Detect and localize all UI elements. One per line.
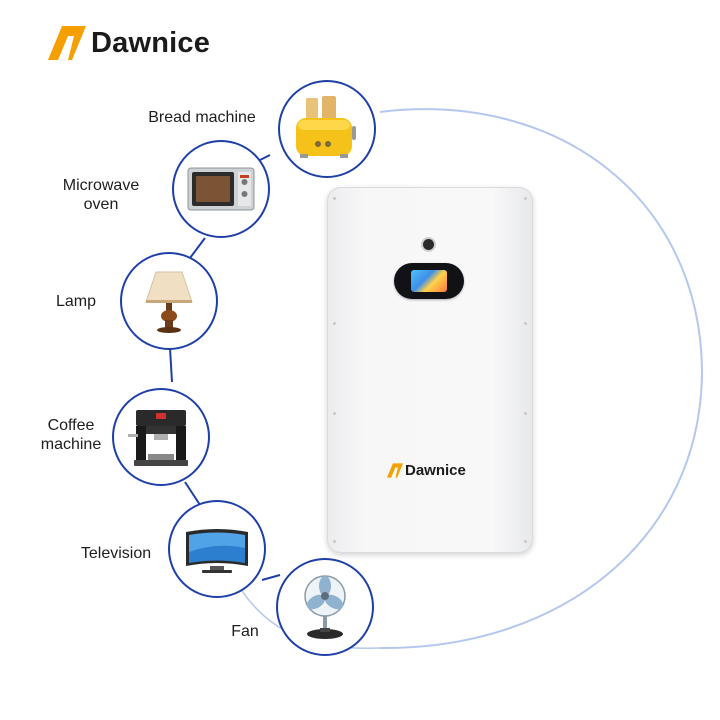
screw xyxy=(524,412,527,415)
screw xyxy=(524,322,527,325)
appliance-circle-fan[interactable] xyxy=(276,558,374,656)
label-television: Television xyxy=(80,545,152,562)
label-lamp: Lamp xyxy=(55,293,97,310)
appliance-circle-lamp[interactable] xyxy=(120,252,218,350)
lamp-icon xyxy=(145,271,193,333)
screw xyxy=(524,197,527,200)
appliance-circle-microwave[interactable] xyxy=(172,140,270,238)
battery-logo: Dawnice xyxy=(387,462,466,479)
power-button[interactable] xyxy=(423,239,434,250)
battery-logo-text: Dawnice xyxy=(405,462,466,479)
label-coffee-machine: Coffee machine xyxy=(40,417,102,453)
dawnice-logo-icon xyxy=(387,463,403,478)
screw xyxy=(524,540,527,543)
screw xyxy=(333,540,336,543)
screw xyxy=(333,197,336,200)
dawnice-logo-icon xyxy=(48,26,86,60)
screw xyxy=(333,412,336,415)
screw xyxy=(333,322,336,325)
connector-lines xyxy=(169,154,281,581)
brand-logo: Dawnice xyxy=(48,26,210,60)
coffee-machine-icon xyxy=(128,410,188,466)
display-panel xyxy=(394,263,464,299)
brand-name: Dawnice xyxy=(91,26,211,59)
appliance-circle-coffee-machine[interactable] xyxy=(112,388,210,486)
fan-icon xyxy=(304,575,346,639)
microwave-icon xyxy=(187,167,255,211)
television-icon xyxy=(186,529,248,573)
label-bread-machine: Bread machine xyxy=(148,109,256,126)
toaster-icon xyxy=(296,96,356,158)
battery-unit: Dawnice xyxy=(327,187,533,553)
label-microwave-oven: Microwave oven xyxy=(62,177,140,213)
appliance-circle-bread-machine[interactable] xyxy=(278,80,376,178)
label-fan: Fan xyxy=(231,623,259,640)
display-screen xyxy=(411,270,447,292)
appliance-circle-television[interactable] xyxy=(168,500,266,598)
